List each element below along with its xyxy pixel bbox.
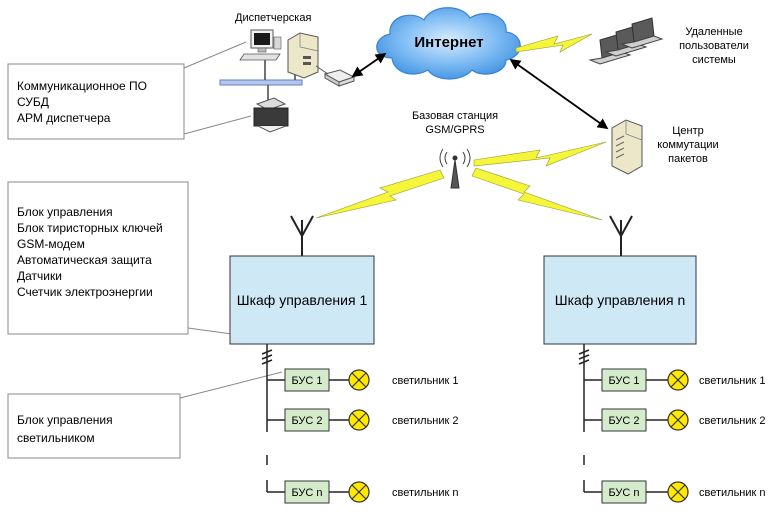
server-icon	[287, 32, 319, 79]
remote-users-line-2: пользователи	[679, 40, 749, 52]
lamp-icon	[667, 369, 689, 391]
cabinet-1-bus-n-label: БУС n	[291, 487, 322, 499]
cabinet-1-lamp-n-label: светильник n	[392, 487, 459, 499]
cabinet-n-bus	[578, 344, 602, 493]
cabinet-note-line-2: Блок тиристорных ключей	[17, 221, 163, 235]
bus-note-pointer	[179, 371, 283, 399]
cabinet-n-label: Шкаф управления n	[555, 292, 686, 308]
lamp-icon	[667, 409, 689, 431]
cabinet-note-box	[7, 181, 189, 335]
bus-note-line-2: светильником	[17, 431, 95, 445]
lightning-remote-users	[515, 33, 593, 53]
modem-icon	[323, 69, 356, 87]
cabinet-1-box	[229, 255, 375, 345]
lamp-icon	[348, 481, 370, 503]
packet-center-server-icon	[611, 119, 643, 175]
internet-packet-center-link	[509, 58, 609, 130]
cabinet-n-box	[543, 255, 697, 345]
packet-center-line-1: Центр	[672, 125, 704, 137]
cabinet-n-lamp-1-label: светильник 1	[699, 375, 766, 387]
lightning-cabinet-n	[471, 167, 603, 221]
cabinet-note-line-1: Блок управления	[17, 205, 113, 219]
cabinet-note-pointer	[187, 327, 233, 335]
base-station-line-1: Базовая станция	[412, 110, 498, 122]
cabinet-1-bus-2-label: БУС 2	[291, 415, 322, 427]
cabinet-1-antenna-icon	[290, 215, 314, 256]
internet-label: Интернет	[414, 34, 483, 51]
cabinet-note-line-5: Датчики	[17, 269, 62, 283]
remote-users-line-3: системы	[692, 54, 736, 66]
lightning-cabinet-1	[315, 169, 445, 219]
cabinet-n-bus-2-label: БУС 2	[608, 415, 639, 427]
dispatch-note-line-2: СУБД	[17, 95, 49, 109]
cabinet-note-line-4: Автоматическая защита	[17, 253, 152, 267]
cabinet-1-lamp-1-label: светильник 1	[392, 375, 459, 387]
dispatch-note-pointer-1	[183, 41, 247, 69]
lamp-icon	[348, 409, 370, 431]
cabinet-1-label: Шкаф управления 1	[237, 292, 368, 308]
cabinet-n-bus-1-label: БУС 1	[608, 375, 639, 387]
packet-center-line-2: коммутации	[657, 139, 718, 151]
bus-note-box	[7, 393, 181, 459]
modem-internet-link	[351, 52, 387, 78]
bus-note-line-1: Блок управления	[17, 413, 113, 427]
packet-center-line-3: пакетов	[668, 153, 708, 165]
dispatch-note-pointer-2	[183, 115, 252, 135]
dispatch-note-line-3: АРМ диспетчера	[17, 111, 111, 125]
remote-laptops-icon	[588, 17, 664, 65]
dispatch-label: Диспетчерская	[235, 12, 311, 24]
cabinet-1-bus-1-label: БУС 1	[291, 375, 322, 387]
remote-users-line-1: Удаленные	[685, 26, 742, 38]
cabinet-note-line-6: Счетчик электроэнергии	[17, 285, 153, 299]
printer-icon	[253, 97, 289, 133]
base-station-line-2: GSM/GPRS	[425, 124, 484, 136]
dispatch-note-line-1: Коммуникационное ПО	[17, 79, 147, 93]
internet-cloud-icon	[376, 7, 521, 80]
lan-bus-icon	[219, 79, 303, 86]
lamp-icon	[667, 481, 689, 503]
cabinet-n-bus-n-label: БУС n	[608, 487, 639, 499]
server-modem-cable	[315, 65, 329, 75]
cabinet-n-lamp-2-label: светильник 2	[699, 415, 766, 427]
workstation-icon	[239, 29, 282, 61]
dispatch-note-box	[7, 63, 185, 140]
lightning-packet-center	[473, 141, 607, 167]
cabinet-note-line-3: GSM-модем	[17, 237, 85, 251]
cabinet-n-antenna-icon	[609, 215, 633, 256]
base-station-antenna-icon	[439, 148, 471, 189]
cabinet-n-lamp-n-label: светильник n	[699, 487, 766, 499]
cabinet-1-lamp-2-label: светильник 2	[392, 415, 459, 427]
lamp-icon	[348, 369, 370, 391]
cabinet-1-bus	[261, 344, 285, 493]
